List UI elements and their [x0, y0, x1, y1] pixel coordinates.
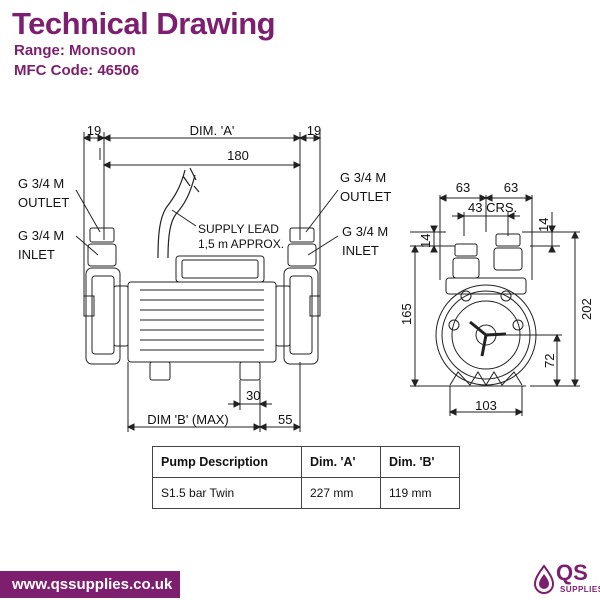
dim-30: 30: [246, 388, 260, 403]
dim-b-label: DIM 'B' (MAX): [147, 412, 229, 427]
table-cell: 119 mm: [380, 477, 460, 509]
footer-bar: www.qssupplies.co.uk: [0, 571, 180, 598]
table-row: S1.5 bar Twin 227 mm 119 mm: [152, 477, 460, 509]
front-view: [75, 132, 339, 432]
dim-a-label: DIM. 'A': [190, 123, 235, 138]
inlet-right-thread: G 3/4 M: [342, 224, 388, 239]
inlet-left-thread: G 3/4 M: [18, 228, 64, 243]
column-header: Pump Description: [152, 446, 302, 478]
dim-72: 72: [542, 354, 557, 368]
side-labels: 63 63 43 CRS. 14 14 165 202 72 103: [399, 180, 594, 413]
dim-103: 103: [475, 398, 497, 413]
dim-180: 180: [227, 148, 249, 163]
dim-43-crs: 43 CRS.: [468, 200, 517, 215]
page-title: Technical Drawing: [12, 6, 276, 41]
table-cell: 227 mm: [301, 477, 381, 509]
dim-63-right: 63: [504, 180, 518, 195]
inlet-right-label: INLET: [342, 243, 379, 258]
dim-55: 55: [278, 412, 292, 427]
outlet-left-thread: G 3/4 M: [18, 176, 64, 191]
dim-14-right: 14: [536, 218, 551, 232]
technical-drawing: 19 DIM. 'A' 19 180 G 3/4 M OUTLET G 3/4 …: [18, 123, 594, 432]
logo-subtext: SUPPLIES: [560, 585, 600, 594]
column-header: Dim. 'A': [301, 446, 381, 478]
dim-left-19: 19: [87, 123, 101, 138]
dim-202: 202: [579, 298, 594, 320]
range-value: Monsoon: [69, 42, 136, 59]
spec-table: Pump Description Dim. 'A' Dim. 'B' S1.5 …: [152, 446, 460, 509]
qs-logo: QS SUPPLIES: [532, 560, 600, 598]
logo-text: QS: [556, 560, 588, 585]
outlet-left-label: OUTLET: [18, 195, 69, 210]
droplet-icon: [533, 564, 555, 594]
inlet-left-label: INLET: [18, 247, 55, 262]
front-labels: 19 DIM. 'A' 19 180 G 3/4 M OUTLET G 3/4 …: [18, 123, 391, 427]
range-label: Range:: [14, 42, 65, 59]
supply-lead-length: 1,5 m APPROX.: [198, 237, 284, 251]
dim-165: 165: [399, 303, 414, 325]
outlet-right-label: OUTLET: [340, 189, 391, 204]
column-header: Dim. 'B': [380, 446, 460, 478]
range-line: Range: Monsoon: [14, 42, 136, 59]
mfc-label: MFC Code:: [14, 62, 94, 79]
table-cell: S1.5 bar Twin: [152, 477, 302, 509]
side-view: [410, 194, 580, 416]
dim-63-left: 63: [456, 180, 470, 195]
mfc-line: MFC Code: 46506: [14, 62, 139, 79]
table-header-row: Pump Description Dim. 'A' Dim. 'B': [152, 446, 460, 478]
dim-14-left: 14: [418, 234, 433, 248]
dim-right-19: 19: [307, 123, 321, 138]
supply-lead-label: SUPPLY LEAD: [198, 222, 279, 236]
outlet-right-thread: G 3/4 M: [340, 170, 386, 185]
website-url: www.qssupplies.co.uk: [12, 576, 173, 593]
mfc-value: 46506: [97, 62, 140, 79]
